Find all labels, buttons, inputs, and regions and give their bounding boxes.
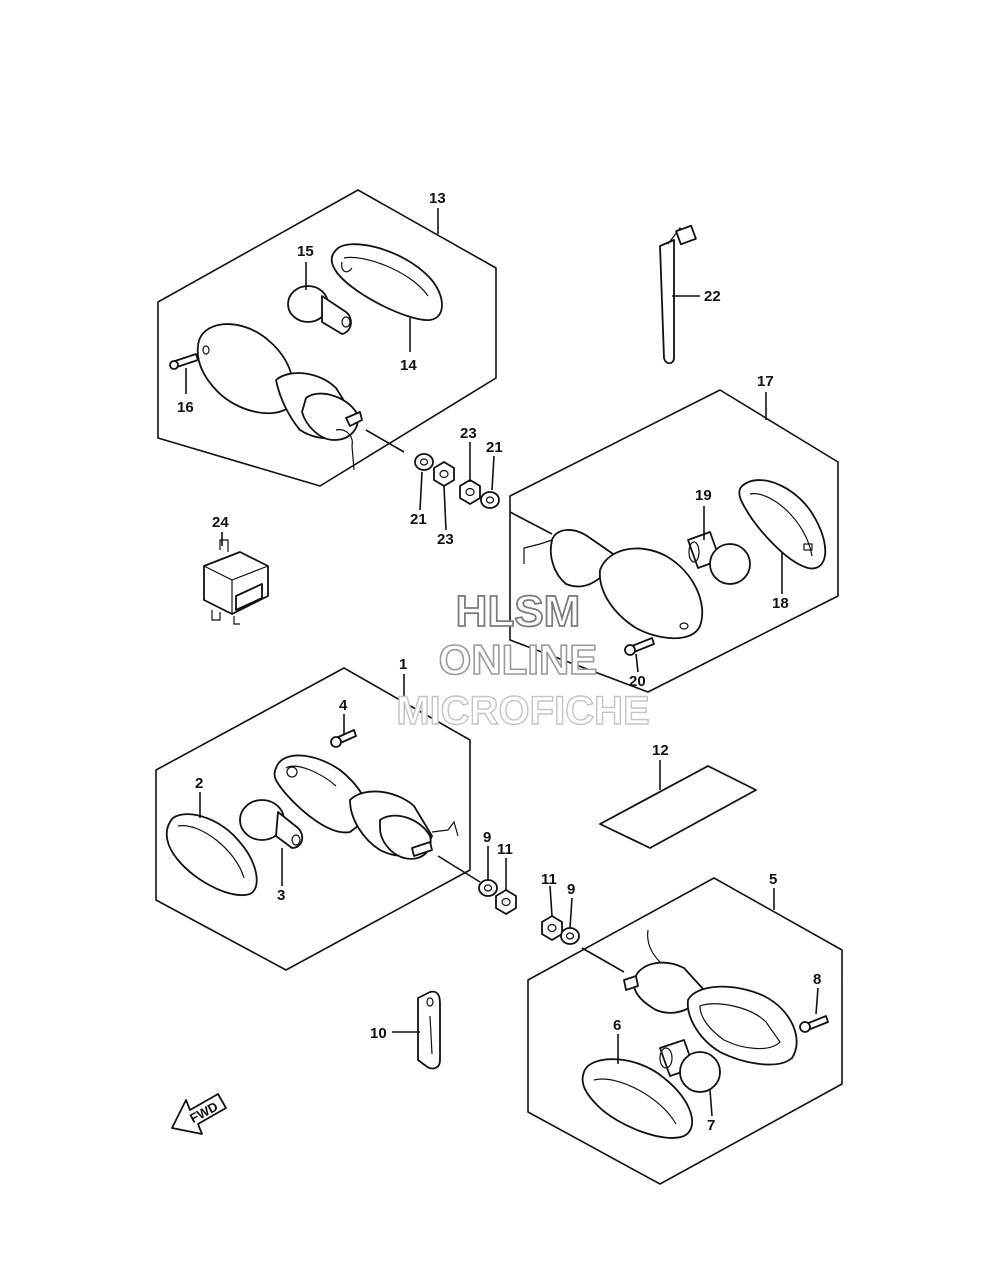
screw-4[interactable]: [330, 729, 357, 748]
callout-10[interactable]: 10: [370, 1025, 387, 1042]
bulb-19[interactable]: [687, 531, 751, 585]
callout-5[interactable]: 5: [769, 871, 777, 888]
callout-4[interactable]: 4: [339, 697, 348, 714]
lens-14[interactable]: [330, 243, 443, 321]
bulb-15[interactable]: [287, 285, 352, 335]
callout-12[interactable]: 12: [652, 742, 669, 759]
screw-8[interactable]: [799, 1015, 829, 1033]
callout-9-left[interactable]: 9: [483, 829, 491, 846]
callout-3[interactable]: 3: [277, 887, 285, 904]
washer-21-right[interactable]: [480, 491, 500, 509]
turn-signal-housing-1[interactable]: [273, 754, 459, 860]
bulb-3[interactable]: [239, 799, 304, 849]
nut-11-left[interactable]: [495, 889, 517, 915]
assembly-13-group: [157, 189, 497, 487]
clamp-10[interactable]: [417, 990, 441, 1070]
callout-9-right[interactable]: 9: [567, 881, 575, 898]
watermark-line-2: ONLINE: [439, 636, 598, 683]
callout-numbers: 13 14 15 16 23 21 21 23 17 19 18 20 22 2…: [177, 190, 821, 1134]
callout-21-top[interactable]: 21: [486, 439, 503, 456]
assembly-1-frame: [155, 667, 471, 971]
washer-21-left[interactable]: [414, 453, 434, 471]
callout-24[interactable]: 24: [212, 514, 229, 531]
turn-signal-housing-5[interactable]: [623, 929, 798, 1066]
callout-18[interactable]: 18: [772, 595, 789, 612]
turn-signal-housing-17[interactable]: [523, 529, 704, 640]
nut-23-right[interactable]: [459, 479, 481, 505]
callout-6[interactable]: 6: [613, 1017, 621, 1034]
assembly-5-frame: [527, 877, 843, 1185]
callout-23-top[interactable]: 23: [460, 425, 477, 442]
nut-23-left[interactable]: [433, 461, 455, 487]
forward-direction-arrow: FWD: [171, 1093, 227, 1135]
screw-16[interactable]: [169, 353, 199, 370]
callout-21-bottom[interactable]: 21: [410, 511, 427, 528]
callout-11-right[interactable]: 11: [541, 871, 557, 888]
callout-8[interactable]: 8: [813, 971, 821, 988]
watermark: HLSM ONLINE MICROFICHE: [396, 586, 651, 734]
callout-19[interactable]: 19: [695, 487, 712, 504]
lens-2[interactable]: [165, 813, 258, 896]
relay-24[interactable]: [203, 539, 269, 625]
wire-harness-22[interactable]: [659, 224, 697, 365]
callout-7[interactable]: 7: [707, 1117, 715, 1134]
bulb-7[interactable]: [659, 1039, 721, 1093]
lens-6[interactable]: [581, 1058, 693, 1139]
assembly-5-group: [527, 877, 843, 1185]
callout-1[interactable]: 1: [399, 656, 407, 673]
sheet-12[interactable]: [599, 765, 757, 849]
callout-22[interactable]: 22: [704, 288, 721, 305]
callout-23-bottom[interactable]: 23: [437, 531, 454, 548]
assembly-17-frame: [509, 389, 839, 693]
watermark-line-1: HLSM: [456, 587, 581, 636]
turn-signal-housing-13[interactable]: [196, 323, 363, 471]
nut-11-right[interactable]: [541, 915, 563, 941]
callout-14[interactable]: 14: [400, 357, 417, 374]
fwd-label: FWD: [187, 1099, 220, 1126]
callout-20[interactable]: 20: [629, 673, 646, 690]
leader-lines: [185, 208, 819, 1117]
assembly-1-group: [155, 667, 481, 971]
callout-17[interactable]: 17: [757, 373, 774, 390]
assembly-17-group: [509, 389, 839, 693]
callout-15[interactable]: 15: [297, 243, 314, 260]
watermark-line-3: MICROFICHE: [396, 689, 649, 733]
washer-9-left[interactable]: [478, 879, 498, 897]
callout-2[interactable]: 2: [195, 775, 203, 792]
callout-11-left[interactable]: 11: [497, 841, 513, 858]
assembly-13-frame: [157, 189, 497, 487]
callout-16[interactable]: 16: [177, 399, 194, 416]
screw-20[interactable]: [624, 637, 655, 656]
washer-9-right[interactable]: [560, 927, 580, 945]
callout-13[interactable]: 13: [429, 190, 446, 207]
